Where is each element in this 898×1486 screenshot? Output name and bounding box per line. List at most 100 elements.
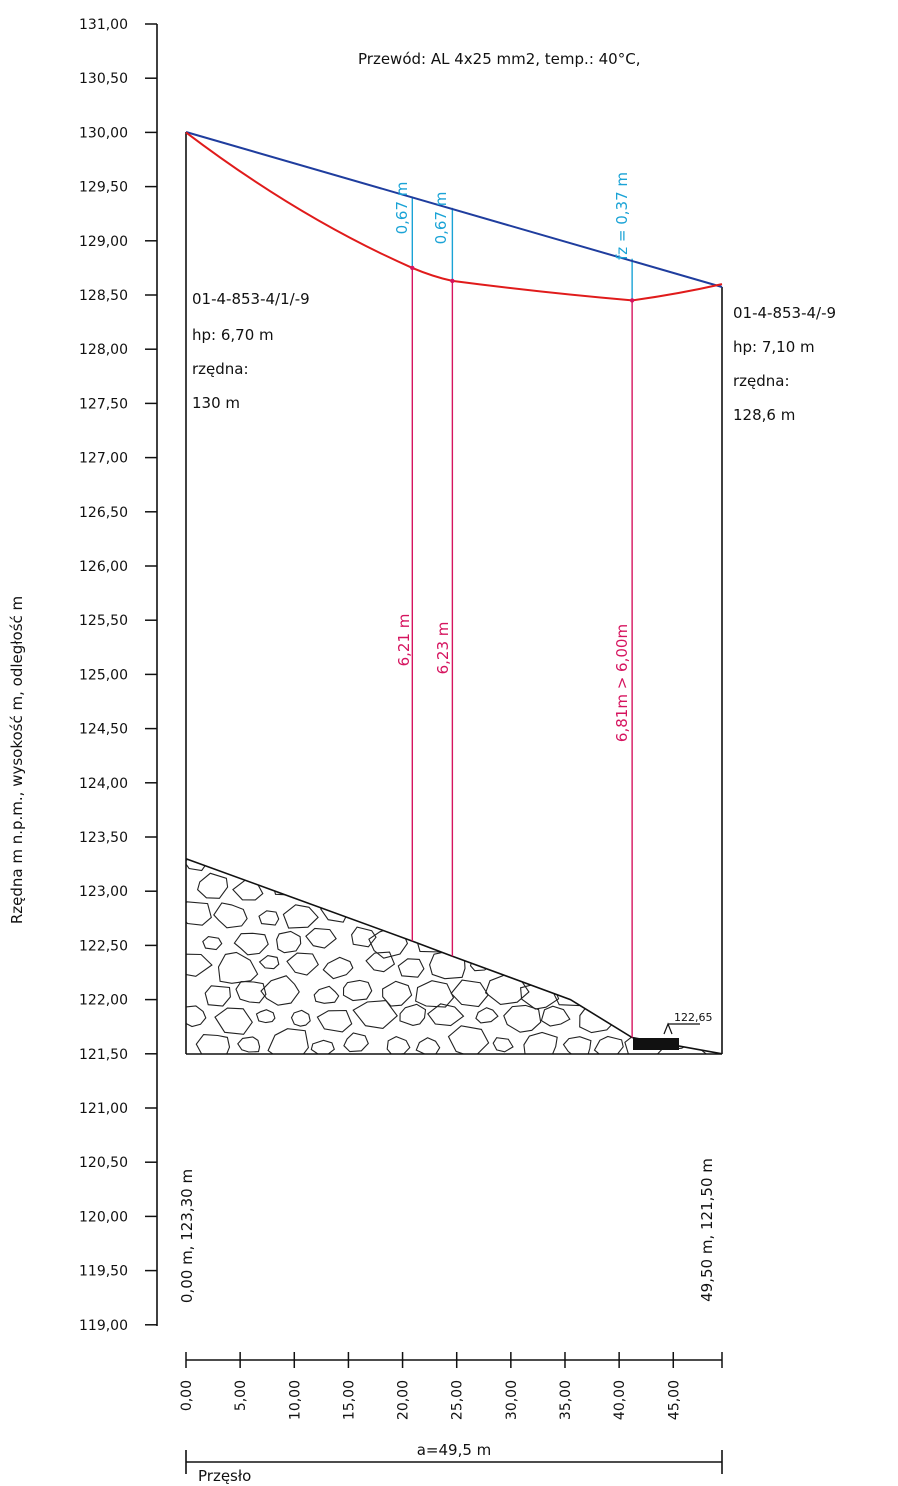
right-pole-elev-label: rzędna:	[733, 372, 790, 390]
rock-shape	[631, 984, 652, 1000]
x-tick-label: 35,00	[558, 1380, 574, 1420]
rock-shape	[414, 980, 455, 1008]
rock-shape	[637, 876, 661, 894]
chord-line	[185, 131, 723, 288]
rock-shape	[399, 1003, 427, 1026]
rock-shape	[643, 858, 676, 871]
y-tick-label: 119,50	[79, 1264, 128, 1280]
rock-shape	[237, 1036, 261, 1053]
rock-shape	[481, 876, 522, 903]
rock-shape	[534, 858, 581, 879]
rock-shape	[741, 1029, 775, 1054]
y-tick-label: 123,50	[79, 830, 128, 846]
rock-shape	[523, 1031, 558, 1054]
rock-shape	[429, 858, 466, 879]
rock-shape	[310, 1039, 335, 1054]
rock-shape	[503, 858, 527, 873]
rock-shape	[267, 1028, 309, 1054]
rock-shape	[232, 879, 264, 901]
rock-shape	[468, 900, 503, 926]
y-tick-label: 128,50	[79, 288, 128, 304]
rock-shape	[709, 952, 722, 984]
rock-shape	[395, 906, 423, 927]
rock-shape	[665, 974, 697, 1000]
conductor-point	[410, 265, 415, 271]
rock-shape	[186, 953, 213, 977]
y-tick-label: 121,00	[79, 1101, 128, 1117]
rock-shape	[202, 936, 223, 951]
rock-shape	[589, 876, 625, 900]
y-tick-label: 124,50	[79, 722, 128, 738]
ground-marker-block	[633, 1038, 679, 1050]
rock-shape	[432, 900, 466, 930]
y-tick-label: 122,00	[79, 993, 128, 1009]
rock-shape	[488, 927, 513, 947]
rock-shape	[475, 1007, 499, 1024]
conductor-curve	[185, 131, 723, 302]
y-axis-ticks: 131,00130,50130,00129,50129,00128,50128,…	[79, 17, 157, 1334]
rock-shape	[561, 929, 594, 955]
y-tick-label: 127,00	[79, 451, 128, 467]
x-tick-label: 25,00	[450, 1380, 466, 1420]
rock-shape	[313, 985, 340, 1004]
rock-shape	[217, 951, 259, 984]
y-tick-label: 127,50	[79, 396, 128, 412]
rock-shape	[744, 932, 762, 946]
rock-shape	[196, 872, 229, 899]
clearance-label-3: 6,81m > 6,00m	[613, 624, 631, 742]
rock-shape	[258, 910, 280, 926]
rock-shape	[186, 1005, 207, 1028]
clearance-lines	[411, 267, 633, 1038]
conductor-point	[450, 278, 455, 284]
left-pole-elev-label: rzędna:	[192, 360, 249, 378]
sag-label-2: 0,67 m	[432, 192, 450, 245]
rock-shape	[694, 926, 722, 955]
conductor-points	[410, 265, 635, 303]
right-pole-id: 01-4-853-4/-9	[733, 304, 836, 322]
right-pole-elev-value: 128,6 m	[733, 406, 795, 424]
y-tick-label: 130,50	[79, 71, 128, 87]
rock-shape	[214, 1007, 253, 1035]
rock-shape	[589, 926, 628, 956]
x-tick-label: 20,00	[396, 1380, 412, 1420]
left-pole-elev-value: 130 m	[192, 394, 240, 412]
clearance-label-1: 6,21 m	[395, 614, 413, 667]
y-tick-label: 122,50	[79, 938, 128, 954]
rock-shape	[450, 979, 489, 1008]
rock-shape	[429, 950, 466, 980]
rock-shape	[706, 982, 722, 1003]
rock-shape	[593, 974, 631, 1005]
rock-shape	[361, 858, 388, 870]
rock-shape	[469, 954, 493, 972]
y-tick-label: 120,50	[79, 1155, 128, 1171]
x-tick-label: 30,00	[504, 1380, 520, 1420]
rock-shape	[447, 1025, 490, 1054]
left-pole-id: 01-4-853-4/1/-9	[192, 290, 310, 308]
rock-shape	[622, 858, 644, 871]
left-ground-label: 0,00 m, 123,30 m	[178, 1169, 196, 1303]
y-tick-label: 129,50	[79, 180, 128, 196]
rock-shape	[213, 902, 248, 929]
rock-shape	[576, 858, 612, 875]
rock-shape	[666, 927, 701, 956]
y-tick-label: 124,00	[79, 776, 128, 792]
rock-shape	[342, 979, 373, 1002]
rock-shape	[310, 876, 335, 895]
y-tick-label: 119,00	[79, 1318, 128, 1334]
rock-shape	[258, 955, 280, 970]
rock-shape	[195, 1034, 231, 1054]
rock-shape	[325, 858, 351, 872]
x-tick-label: 15,00	[341, 1380, 357, 1420]
rock-shape	[335, 876, 370, 900]
drawing-title: Przewód: AL 4x25 mm2, temp.: 40°C,	[358, 50, 640, 68]
rock-shape	[385, 858, 427, 880]
rock-shape	[505, 953, 532, 976]
rock-shape	[557, 874, 587, 904]
rock-shape	[445, 931, 478, 955]
rock-shape	[415, 1037, 441, 1054]
rock-shape	[503, 1004, 542, 1033]
rock-shape	[186, 858, 208, 872]
rock-shape	[746, 986, 769, 1000]
